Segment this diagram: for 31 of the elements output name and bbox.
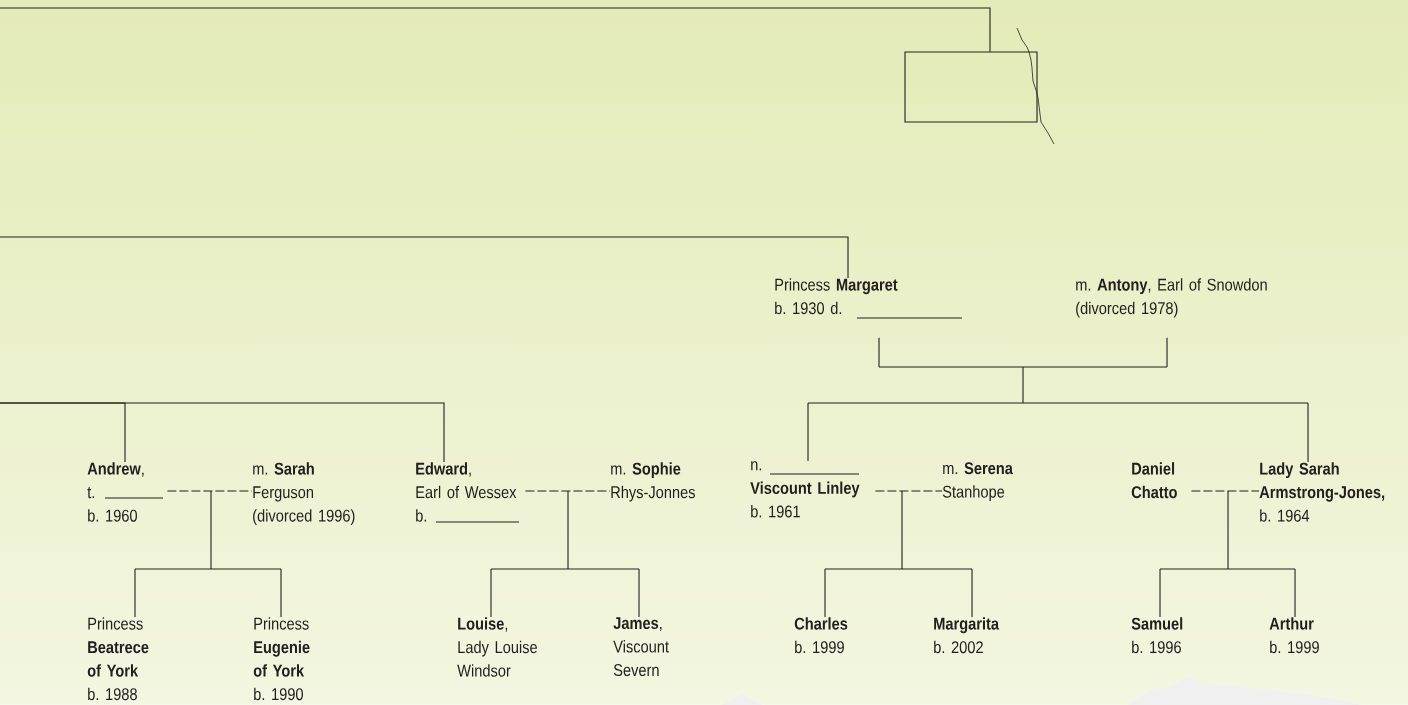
descent-line bbox=[807, 337, 1309, 463]
person-entry: m. Antony, Earl of Snowdon (divorced 1978) bbox=[1076, 278, 1267, 318]
person-entry: Princess Margaret b. 1930 d. bbox=[775, 278, 898, 315]
person-entry: Princess Eugenie of York b. 1990 bbox=[253, 617, 310, 701]
person-entry: m. Sarah Ferguson (divorced 1996) bbox=[253, 462, 355, 526]
descent-line bbox=[490, 490, 640, 618]
person-entry: Daniel Chatto bbox=[1131, 462, 1177, 499]
person-entry: n. Viscount Linley b. 1961 bbox=[750, 461, 860, 518]
person-entry: Edward, Earl of Wessex b. bbox=[416, 462, 517, 522]
cut-off-box bbox=[904, 51, 1038, 123]
person-entry: Lady Sarah Armstrong-Jones, b. 1964 bbox=[1259, 462, 1385, 522]
family-line bbox=[0, 7, 991, 52]
marriage-line bbox=[166, 490, 253, 492]
person-entry: Princess Beatrece of York b. 1988 bbox=[87, 617, 149, 701]
descent-line bbox=[134, 490, 282, 618]
family-line bbox=[0, 236, 849, 279]
person-entry: Andrew, t. b. 1960 bbox=[87, 462, 144, 522]
marriage-line bbox=[874, 490, 943, 492]
person-entry: Louise, Lady Louise Windsor bbox=[457, 617, 537, 677]
person-entry: m. Serena Stanhope bbox=[942, 462, 1013, 502]
marriage-line bbox=[524, 490, 611, 492]
person-entry: Charles b. 1999 bbox=[794, 617, 848, 654]
person-entry: Margarita b. 2002 bbox=[934, 617, 1000, 654]
marriage-line bbox=[1190, 490, 1260, 492]
person-entry: Samuel b. 1996 bbox=[1131, 617, 1183, 654]
descent-line bbox=[824, 490, 973, 618]
descent-line bbox=[1159, 490, 1296, 618]
person-entry: Arthur b. 1999 bbox=[1269, 617, 1319, 654]
family-line bbox=[0, 402, 445, 463]
person-entry: James, Viscount Severn bbox=[613, 617, 669, 677]
person-entry: m. Sophie Rhys-Jonnes bbox=[611, 462, 695, 502]
